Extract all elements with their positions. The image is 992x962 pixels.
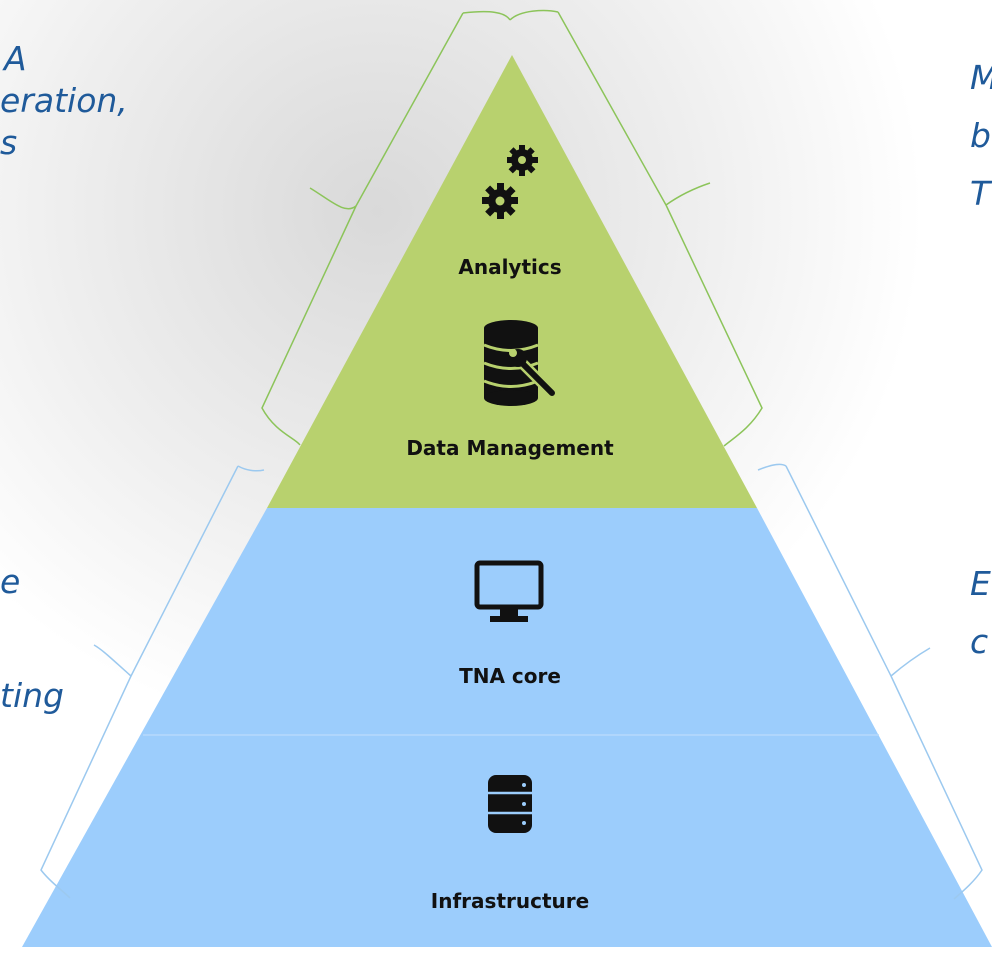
right-top-line-1: M — [970, 57, 992, 99]
pyramid-top-tier — [267, 55, 757, 508]
database-wrench-icon — [483, 320, 558, 406]
pyramid-bottom-tier — [22, 508, 992, 947]
tna-core-label: TNA core — [459, 664, 561, 688]
bracket-top-right — [509, 9, 763, 447]
data-management-label: Data Management — [406, 436, 614, 460]
left-top-line-3: s — [0, 123, 18, 162]
left-bottom-text: e ting — [0, 561, 64, 717]
left-top-line-1: A — [4, 39, 27, 78]
right-bottom-line-2: c — [970, 622, 989, 661]
monitor-icon — [474, 560, 544, 622]
gears-icon — [482, 145, 538, 219]
left-bottom-line-1: e — [0, 562, 21, 601]
infrastructure-label: Infrastructure — [430, 889, 590, 913]
left-top-line-2: eration, — [0, 81, 128, 120]
bracket-bottom-left — [40, 465, 265, 899]
left-top-text: A eration, s — [0, 38, 155, 164]
right-top-line-2: b — [970, 116, 991, 155]
right-bottom-line-1: E — [970, 564, 991, 603]
bracket-top-left — [261, 10, 511, 446]
right-bottom-text: E c — [970, 563, 991, 663]
bracket-bottom-right — [757, 463, 983, 900]
left-bottom-line-2: ting — [0, 676, 64, 715]
right-top-line-3: T — [970, 174, 991, 213]
server-database-icon — [488, 775, 532, 833]
analytics-label: Analytics — [458, 255, 562, 279]
right-top-text: M b T — [970, 57, 992, 215]
